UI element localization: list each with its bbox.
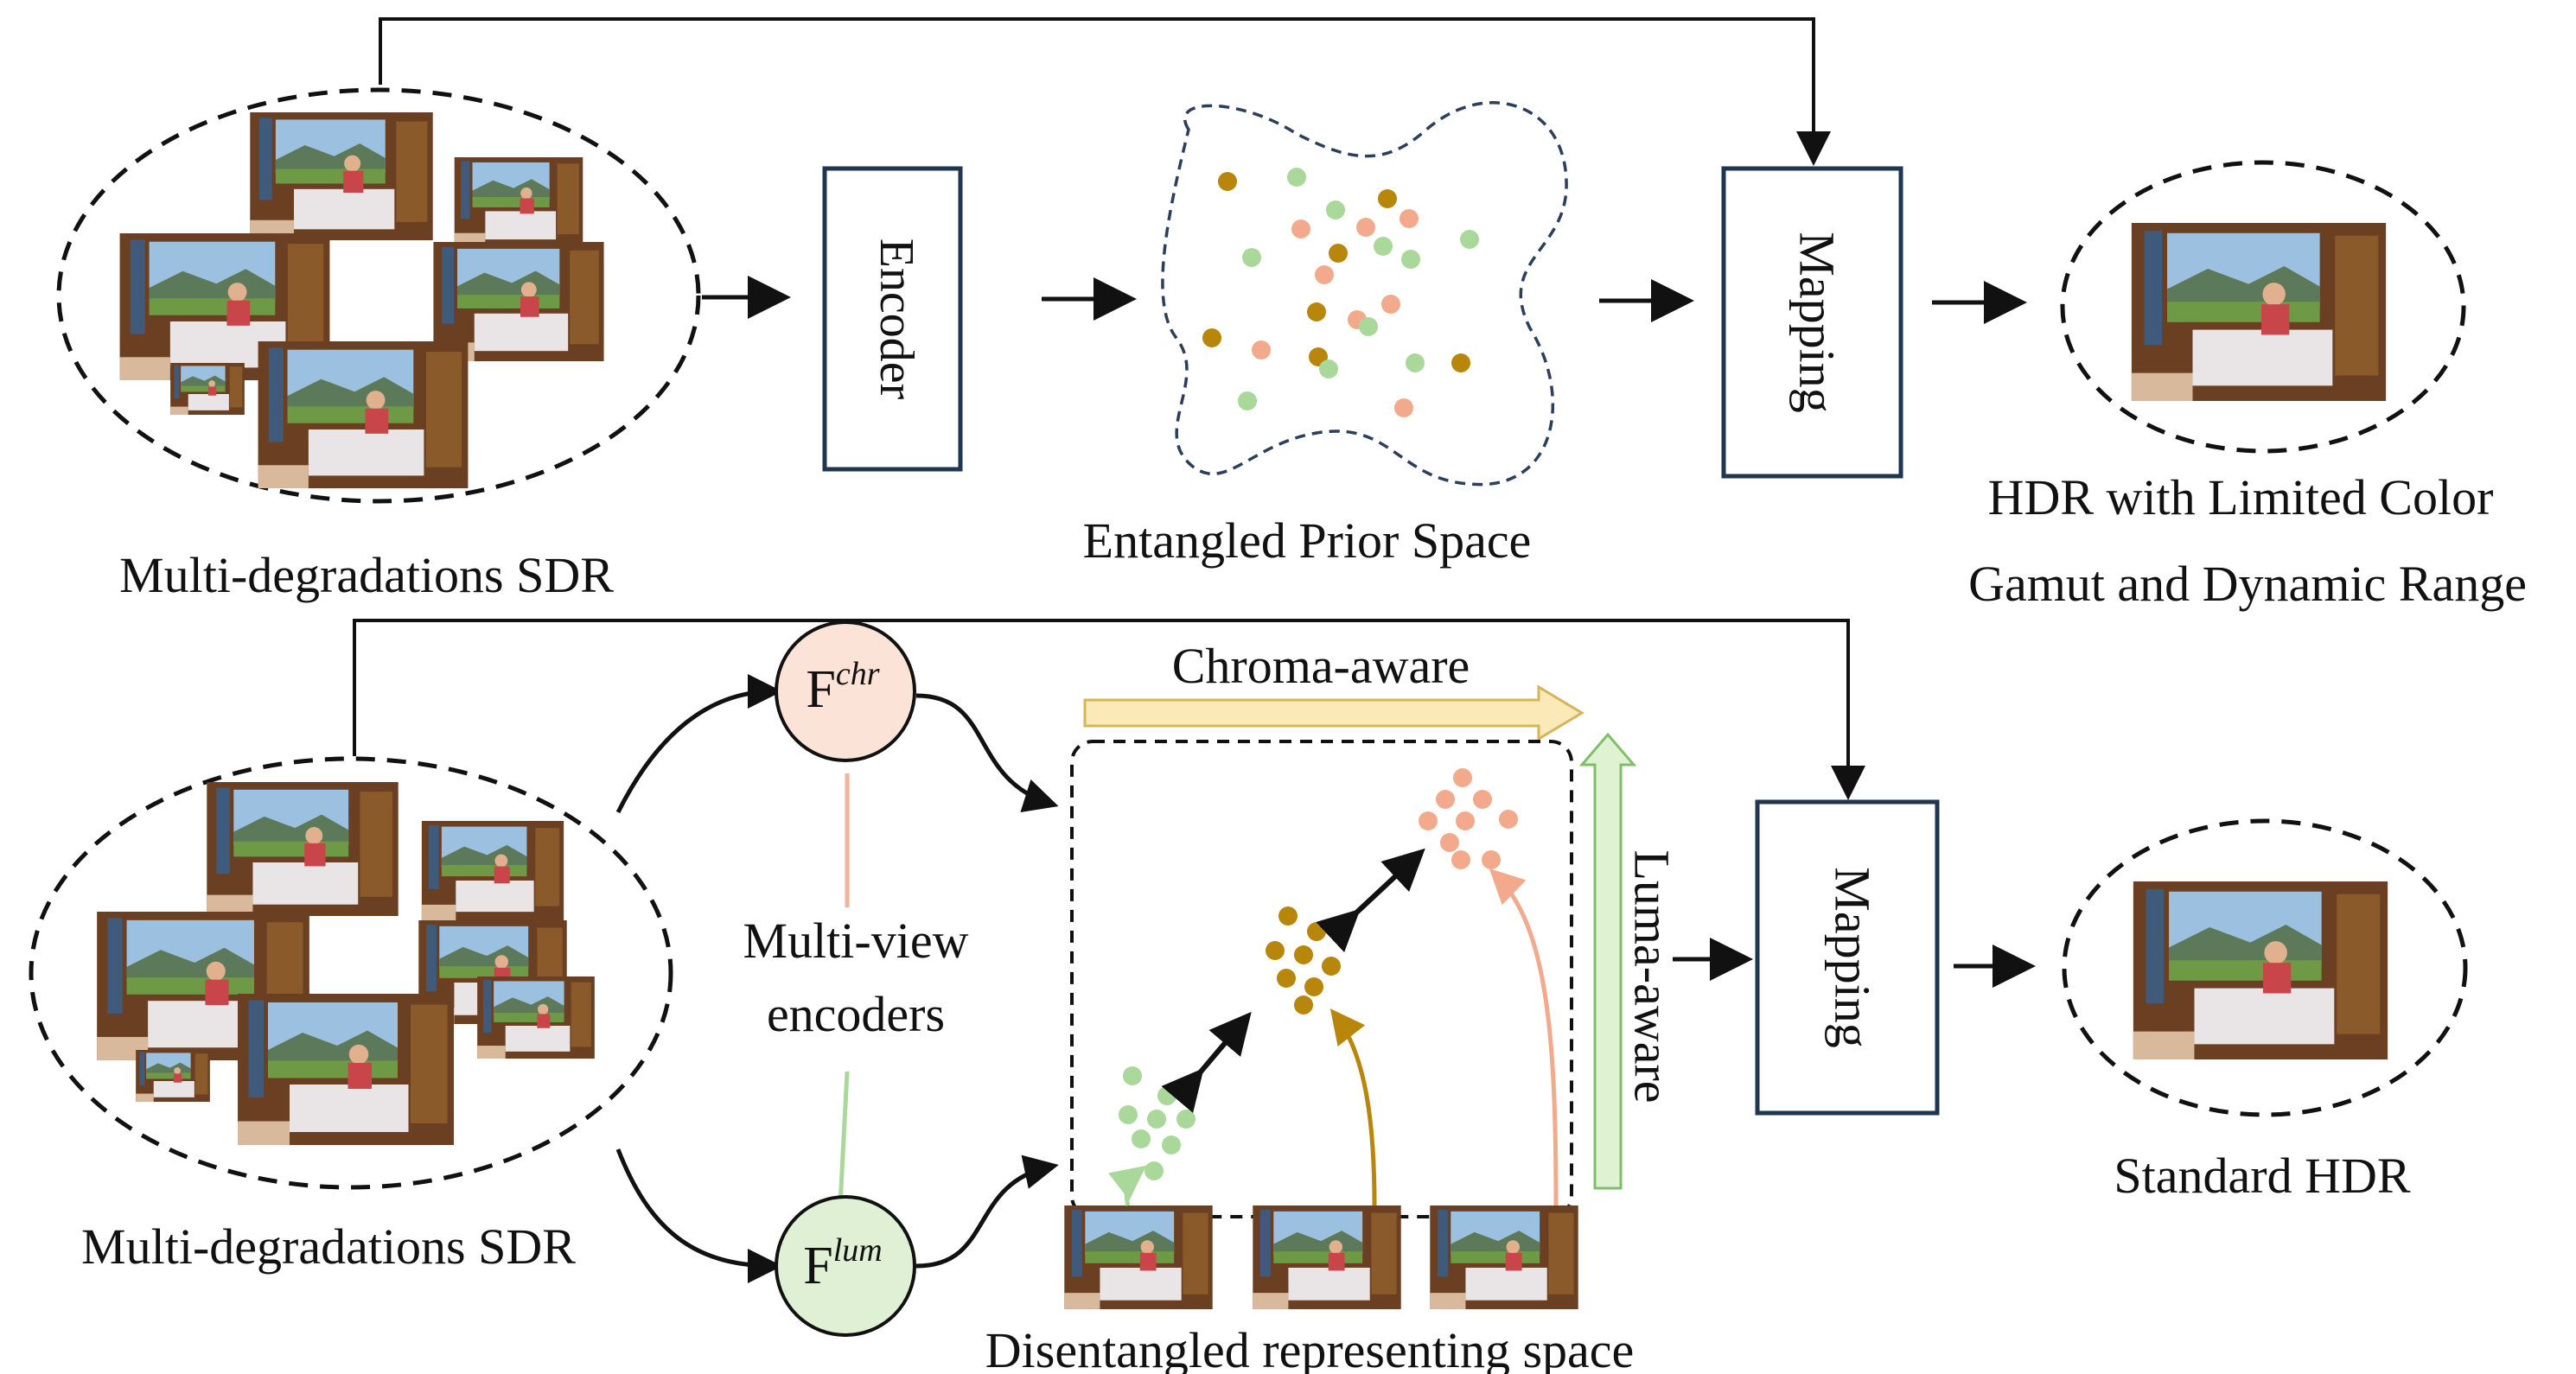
dot-gold (1218, 172, 1237, 191)
bottom-input-ellipse (29, 756, 673, 1190)
space-thumbnail-1 (1064, 1205, 1213, 1309)
dot-gold (1202, 328, 1221, 347)
dot-gold (1451, 353, 1470, 372)
luma-aware-arrow (1578, 732, 1637, 1190)
top-input-ellipse (56, 87, 701, 504)
luma-encoder-label: Flum (803, 1232, 882, 1295)
dot-green (1242, 248, 1261, 267)
dot-green (1238, 391, 1257, 410)
arrow-thumb-to-orange (1489, 868, 1559, 1206)
bottom-output-ellipse (2062, 818, 2468, 1117)
arrow-thumb-to-gold (1329, 1008, 1377, 1206)
chroma-aware-label: Chroma-aware (1172, 638, 1470, 694)
top-output-label-line1: HDR with Limited Color (1988, 469, 2494, 525)
dot-green (1401, 250, 1420, 269)
space-label: Disentangled representing space (985, 1322, 1635, 1374)
top-input-images (119, 112, 604, 488)
arrow-luma-to-space (915, 1155, 1059, 1269)
dot-gold (1329, 244, 1348, 263)
encoder-box (822, 166, 963, 472)
dot-green (1460, 230, 1479, 249)
bottom-mapping-box (1755, 799, 1940, 1116)
dot-gold (1307, 302, 1326, 321)
bottom-input-label: Multi-degradations SDR (81, 1218, 576, 1275)
dot-orange (1315, 265, 1334, 284)
bottom-input-images (97, 782, 595, 1145)
encoders-label-line1: Multi-view (743, 913, 969, 969)
dot-orange (1252, 340, 1271, 359)
cluster-gold (1266, 906, 1341, 1015)
dot-green (1326, 200, 1345, 219)
dot-green (1319, 359, 1338, 378)
top-mapping-label: Mapping (1789, 232, 1846, 412)
luma-aware-label: Luma-aware (1624, 849, 1680, 1103)
chroma-encoder-circle (775, 620, 916, 762)
double-arrow-gold-orange (1316, 848, 1425, 953)
dot-green (1287, 168, 1306, 187)
dot-orange (1356, 218, 1375, 237)
dot-gold (1378, 189, 1397, 208)
bottom-skip-connection (353, 619, 1865, 800)
entangled-prior-space-cloud (1161, 101, 1568, 487)
arrow-input-to-luma-encoder (615, 1148, 782, 1283)
dot-green (1406, 353, 1425, 372)
chroma-encoder-label: Fchr (806, 656, 879, 719)
dot-orange (1381, 295, 1400, 314)
bottom-output-image (2133, 881, 2388, 1059)
top-output-ellipse (2060, 160, 2466, 454)
double-arrow-green-gold (1161, 1011, 1252, 1113)
top-output-label-line2: Gamut and Dynamic Range (1968, 556, 2527, 612)
space-thumbnail-3 (1430, 1205, 1578, 1309)
luma-encoder-circle (775, 1195, 916, 1337)
arrow-input-to-chroma-encoder (615, 674, 782, 814)
dot-green (1359, 317, 1378, 336)
chroma-aware-arrow (1083, 684, 1584, 741)
dot-orange (1291, 219, 1310, 239)
bottom-output-label: Standard HDR (2114, 1148, 2410, 1204)
top-skip-connection (379, 17, 1831, 166)
prior-space-dots (1202, 168, 1479, 417)
top-input-label: Multi-degradations SDR (119, 547, 614, 603)
dot-orange (1394, 398, 1413, 417)
cluster-orange (1419, 768, 1518, 869)
arrow-chroma-to-space (915, 693, 1059, 813)
top-output-image (2131, 223, 2387, 401)
encoder-label: Encoder (870, 239, 923, 400)
cluster-green (1119, 1066, 1196, 1180)
prior-space-label: Entangled Prior Space (1083, 512, 1532, 569)
top-mapping-box (1721, 166, 1903, 479)
bottom-mapping-label: Mapping (1825, 867, 1881, 1047)
space-thumbnail-2 (1253, 1205, 1401, 1309)
encoders-label-line2: encoders (767, 986, 945, 1042)
dot-green (1374, 237, 1393, 256)
luma-encoder-link (838, 1071, 850, 1206)
dot-orange (1400, 209, 1419, 228)
arrow-thumb-to-green (1108, 1165, 1146, 1206)
